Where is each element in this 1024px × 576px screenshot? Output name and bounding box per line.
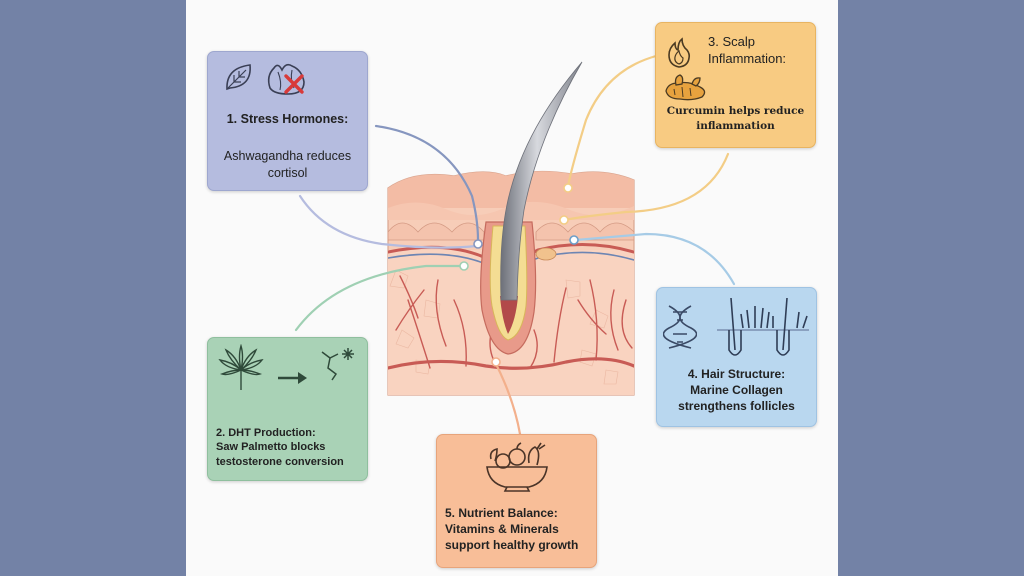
card-stress-hormones: 1. Stress Hormones: Ashwagandha reduces … [207, 51, 368, 191]
card-hair-structure: 4. Hair Structure: Marine Collagen stren… [656, 287, 817, 427]
skin-cross-section [387, 61, 635, 396]
connection-dots [459, 183, 579, 367]
connector-dht [294, 264, 464, 332]
dna-icon [663, 305, 697, 349]
dot-nutrient [491, 357, 501, 367]
card-dht-title: 2. DHT Production: [216, 427, 316, 439]
hair-shaft [500, 61, 583, 301]
dermal-papilla [500, 296, 518, 334]
connector-inflammation-bottom [562, 152, 730, 222]
arrow-right-icon [278, 372, 307, 384]
card-nutrient-title: 5. Nutrient Balance: [445, 506, 558, 520]
connector-structure [574, 232, 736, 286]
card-structure-title: 4. Hair Structure: [687, 367, 786, 381]
card-inflammation-description: Curcumin helps reduce inflammation [666, 105, 805, 132]
card-structure-description: Marine Collagen strengthens follicles [678, 383, 795, 413]
leaf-icon [226, 64, 251, 91]
card-nutrient-balance: 5. Nutrient Balance: Vitamins & Minerals… [436, 434, 597, 568]
palm-leaf-icon [218, 344, 264, 390]
diagram-canvas: 1. Stress Hormones: Ashwagandha reduces … [186, 0, 838, 576]
connector-lines [294, 54, 736, 436]
fruit-bowl-icon [486, 442, 548, 492]
card-dht-description: Saw Palmetto blocks testosterone convers… [216, 441, 344, 468]
flame-icon [668, 37, 691, 68]
dot-structure [569, 235, 579, 245]
turmeric-root-icon [665, 74, 706, 101]
card-stress-description: Ashwagandha reduces cortisol [223, 149, 352, 180]
card-nutrient-description: Vitamins & Minerals support healthy grow… [445, 522, 579, 552]
card-scalp-inflammation: 3. Scalp Inflammation: Curcumin helps re… [655, 22, 816, 148]
dot-dht [459, 261, 469, 271]
connector-stress-top [374, 124, 480, 242]
hair-follicles-icon [717, 297, 809, 356]
connector-nutrient [494, 362, 522, 436]
molecule-icon [321, 348, 354, 381]
connector-stress-bottom [298, 194, 478, 249]
dot-inflammation-top [563, 183, 573, 193]
card-dht-production: 2. DHT Production: Saw Palmetto blocks t… [207, 337, 368, 481]
card-inflammation-title: 3. Scalp Inflammation: [708, 34, 787, 66]
dot-stress [473, 239, 483, 249]
red-x-icon [284, 74, 304, 94]
hair-follicle-diagram [294, 54, 736, 436]
card-stress-title: 1. Stress Hormones: [226, 112, 349, 126]
dot-inflammation-bottom [559, 215, 569, 225]
connector-inflammation-top [566, 54, 658, 188]
sebaceous-gland [535, 247, 557, 261]
